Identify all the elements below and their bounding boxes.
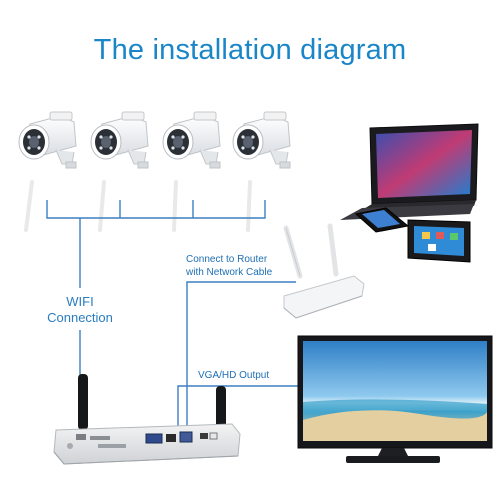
vga-cable-line [177,385,302,432]
wifi-label-line2: Connection [47,310,113,325]
monitor-icon [297,335,493,463]
wifi-connection-lines [46,200,266,378]
camera-icon [162,111,221,232]
laptop-icon [340,123,479,220]
camera-icon [232,111,291,232]
router-label-line2: with Network Cable [186,267,273,278]
vga-output-label: VGA/HD Output [198,370,270,381]
wifi-connection-label: WIFI Connection [30,294,130,326]
nvr-icon [53,374,241,465]
wifi-label-line1: WIFI [66,294,94,309]
camera-icon [18,111,77,232]
router-icon [283,223,365,319]
router-label-line1: Connect to Router [186,254,268,265]
diagram-title: The installation diagram [93,34,407,66]
camera-icon [90,111,149,232]
tablet-icon [407,219,471,263]
router-connection-label: Connect to Router with Network Cable [186,253,326,279]
router-cable-line [186,281,296,432]
